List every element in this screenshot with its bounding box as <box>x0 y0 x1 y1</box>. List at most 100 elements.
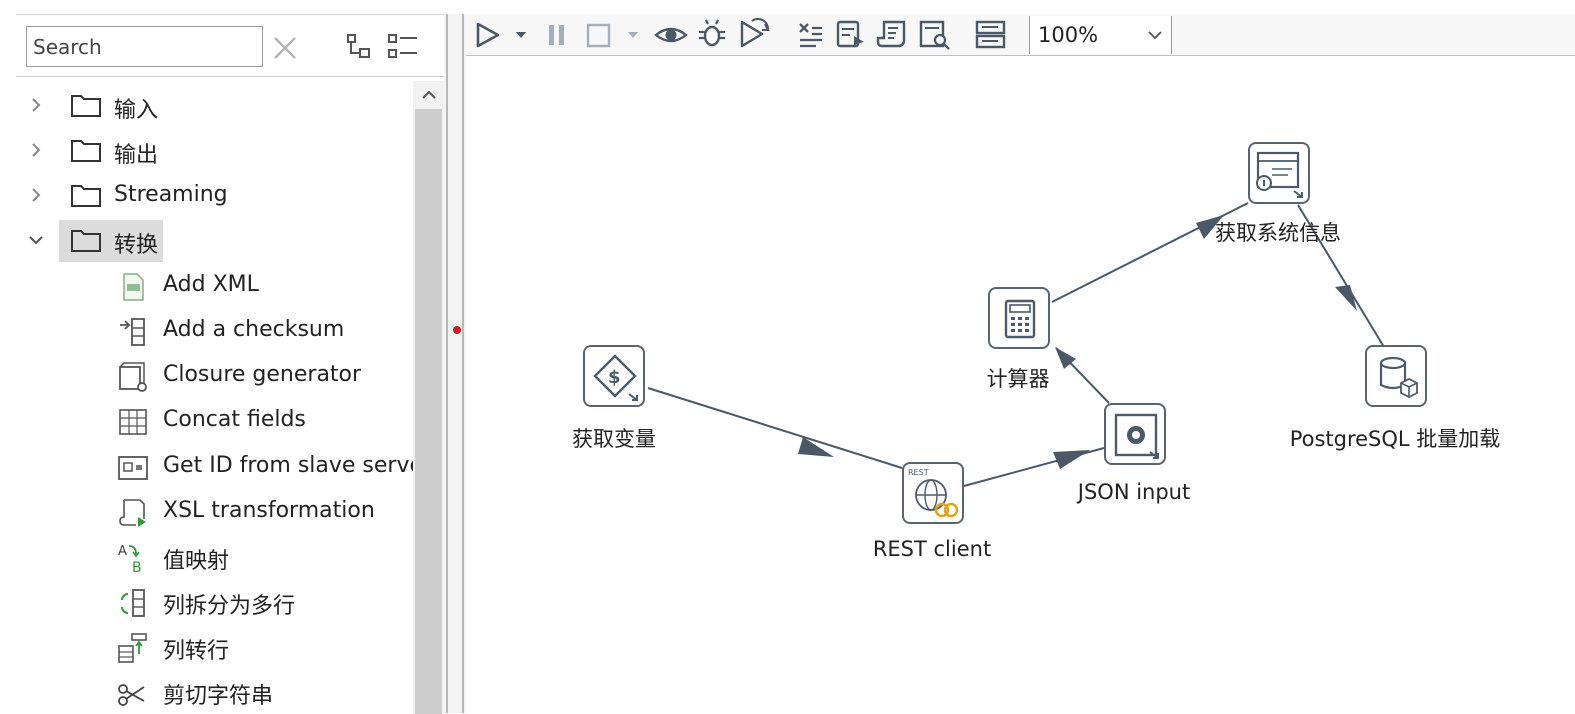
tree-item-label: Add XML <box>163 272 259 297</box>
search-bar <box>16 15 444 77</box>
step-rest-client[interactable]: REST <box>902 462 964 524</box>
steps-palette: 输入 输出 Streaming 转换 Add XML <box>16 14 444 714</box>
tree-item-concat-fields[interactable]: Concat fields <box>16 401 413 441</box>
tree-item-label: Add a checksum <box>163 317 345 342</box>
panel-splitter[interactable] <box>444 14 466 713</box>
folder-icon <box>71 185 101 207</box>
chevron-right-icon[interactable] <box>26 95 46 115</box>
scroll-up-icon[interactable] <box>419 85 439 105</box>
tree-item-label: 列转行 <box>163 639 230 664</box>
add-xml-icon <box>123 273 144 301</box>
stop-options-dropdown-icon[interactable] <box>618 20 648 50</box>
splitter-line <box>462 14 464 713</box>
step-get-variables[interactable]: $ <box>583 345 645 407</box>
explore-db-icon[interactable] <box>918 18 952 50</box>
get-variables-icon: $ <box>593 354 638 401</box>
folder-open-icon <box>71 230 101 252</box>
system-info-icon <box>1256 151 1303 198</box>
step-label: JSON input <box>1077 480 1191 504</box>
tree-item-denormaliser[interactable]: 列转行 <box>16 627 413 667</box>
tree-item-value-mapper[interactable]: A B 值映射 <box>16 537 413 577</box>
tree-folder-label: 输出 <box>114 143 159 168</box>
preview-icon[interactable] <box>654 20 688 50</box>
verify-icon[interactable] <box>794 18 828 50</box>
rest-client-icon: REST <box>908 468 959 518</box>
tree-item-label: 列拆分为多行 <box>163 594 296 619</box>
hop-rest-client-to-json-input[interactable] <box>963 447 1105 487</box>
postgresql-bulk-loader-icon <box>1379 356 1418 399</box>
tree-folder-input[interactable]: 输入 <box>16 85 413 125</box>
sql-icon[interactable] <box>876 18 910 50</box>
xsl-transformation-icon <box>119 499 146 527</box>
tree-item-add-checksum[interactable]: Add a checksum <box>16 311 413 351</box>
run-icon[interactable] <box>472 20 502 50</box>
step-json-input[interactable] <box>1104 403 1166 465</box>
expand-all-icon[interactable] <box>387 33 419 61</box>
tree-item-label: 值映射 <box>163 549 230 574</box>
concat-fields-icon <box>119 409 147 435</box>
tree-folder-transform[interactable]: 转换 <box>16 220 413 262</box>
tree-folder-label: 转换 <box>114 233 159 258</box>
step-system-info[interactable] <box>1248 142 1310 204</box>
svg-text:$: $ <box>608 367 621 388</box>
steps-tree: 输入 输出 Streaming 转换 Add XML <box>16 81 413 714</box>
folder-icon <box>71 95 101 117</box>
zoom-select[interactable]: 100% <box>1029 16 1172 54</box>
tree-item-label: Closure generator <box>163 362 362 387</box>
zoom-value: 100% <box>1038 23 1099 47</box>
transformation-canvas[interactable]: $ 获取变量 REST REST client JSON input <box>466 57 1575 713</box>
step-postgres-bulk[interactable] <box>1365 345 1427 407</box>
clear-search-icon[interactable] <box>272 35 298 61</box>
tree-item-label: Get ID from slave serve <box>163 453 413 478</box>
tree-item-split-to-rows[interactable]: 列拆分为多行 <box>16 582 413 622</box>
step-label: PostgreSQL 批量加载 <box>1289 427 1501 451</box>
scrollbar-thumb[interactable] <box>415 109 442 714</box>
tree-scrollbar[interactable] <box>413 81 444 714</box>
tree-folder-output[interactable]: 输出 <box>16 130 413 170</box>
selection-highlight <box>59 220 163 262</box>
hop-system-info-to-postgres-bulk[interactable] <box>1297 204 1385 348</box>
closure-generator-icon <box>119 362 147 392</box>
pause-icon[interactable] <box>542 20 572 50</box>
hop-get-variables-to-rest-client[interactable] <box>647 387 903 469</box>
svg-text:B: B <box>132 560 142 574</box>
denormaliser-icon <box>118 633 147 663</box>
show-results-icon[interactable] <box>974 18 1008 50</box>
chevron-right-icon[interactable] <box>26 140 46 160</box>
step-label: REST client <box>872 537 992 561</box>
folder-icon <box>71 140 101 162</box>
chevron-down-icon[interactable] <box>26 230 46 250</box>
chevron-down-icon[interactable] <box>1147 28 1163 42</box>
tree-folder-label: 输入 <box>114 98 159 123</box>
step-calculator[interactable] <box>988 287 1050 349</box>
calculator-icon <box>1004 299 1036 339</box>
chevron-right-icon[interactable] <box>26 185 46 205</box>
value-mapper-icon: A B <box>118 544 142 574</box>
hops-layer <box>647 202 1385 487</box>
debug-icon[interactable] <box>696 18 728 50</box>
step-label: 计算器 <box>986 367 1050 391</box>
svg-text:REST: REST <box>908 468 929 477</box>
tree-folder-streaming[interactable]: Streaming <box>16 175 413 215</box>
tree-item-add-xml[interactable]: Add XML <box>16 266 413 306</box>
hop-json-input-to-calculator[interactable] <box>1055 347 1110 404</box>
json-input-icon <box>1114 413 1159 459</box>
tree-item-closure-generator[interactable]: Closure generator <box>16 356 413 396</box>
step-label: 获取系统信息 <box>1215 221 1341 245</box>
replay-icon[interactable] <box>738 18 772 50</box>
analyze-impact-icon[interactable] <box>834 18 868 50</box>
hop-calculator-to-system-info[interactable] <box>1051 202 1249 303</box>
stop-icon[interactable] <box>584 20 614 50</box>
collapse-all-icon[interactable] <box>346 33 374 61</box>
tree-item-label: Concat fields <box>163 407 306 432</box>
cut-string-icon <box>118 684 145 706</box>
run-options-dropdown-icon[interactable] <box>506 20 536 50</box>
tree-item-get-id[interactable]: Get ID from slave serve <box>16 447 413 487</box>
tree-item-cut-string[interactable]: 剪切字符串 <box>16 672 413 712</box>
step-label: 获取变量 <box>572 427 656 451</box>
checksum-icon <box>120 318 145 346</box>
tree-item-label: XSL transformation <box>163 498 375 523</box>
tree-item-xsl-transformation[interactable]: XSL transformation <box>16 492 413 532</box>
tree-item-label: 剪切字符串 <box>163 684 274 709</box>
search-input[interactable] <box>26 26 263 67</box>
